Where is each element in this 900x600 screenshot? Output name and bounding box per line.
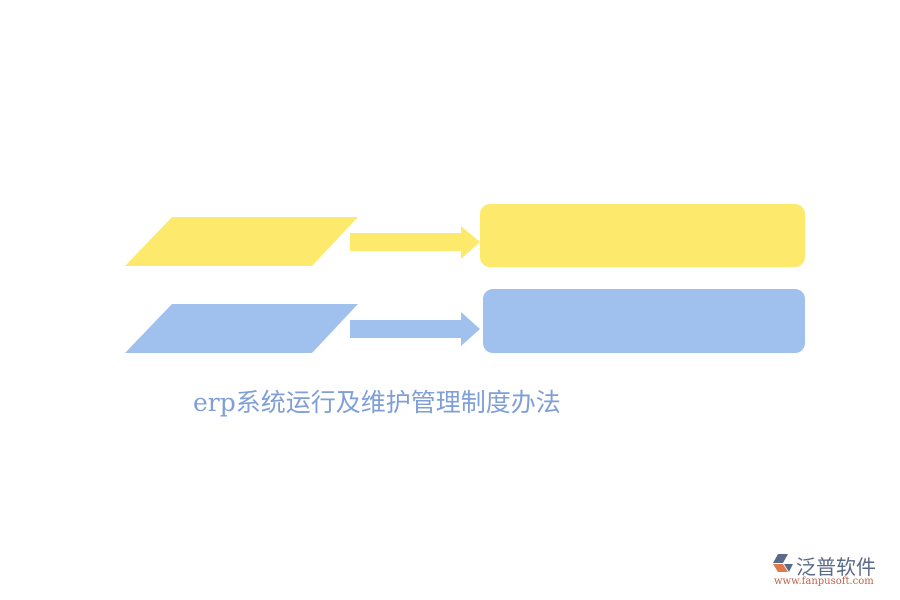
- input-parallelogram-2: [125, 304, 358, 353]
- brand-logo: 泛普软件 www.fanpusoft.com: [770, 551, 895, 591]
- process-box-1: [480, 204, 805, 267]
- arrow-right-icon-1: [350, 226, 480, 259]
- arrow-right-icon-2: [350, 312, 480, 346]
- diagram-title: erp系统运行及维护管理制度办法: [193, 388, 561, 417]
- logo-url: www.fanpusoft.com: [774, 576, 874, 587]
- logo-name: 泛普软件: [796, 555, 876, 579]
- input-parallelogram-1: [125, 217, 358, 266]
- logo-mark-icon: [773, 554, 793, 572]
- process-box-2: [483, 289, 805, 353]
